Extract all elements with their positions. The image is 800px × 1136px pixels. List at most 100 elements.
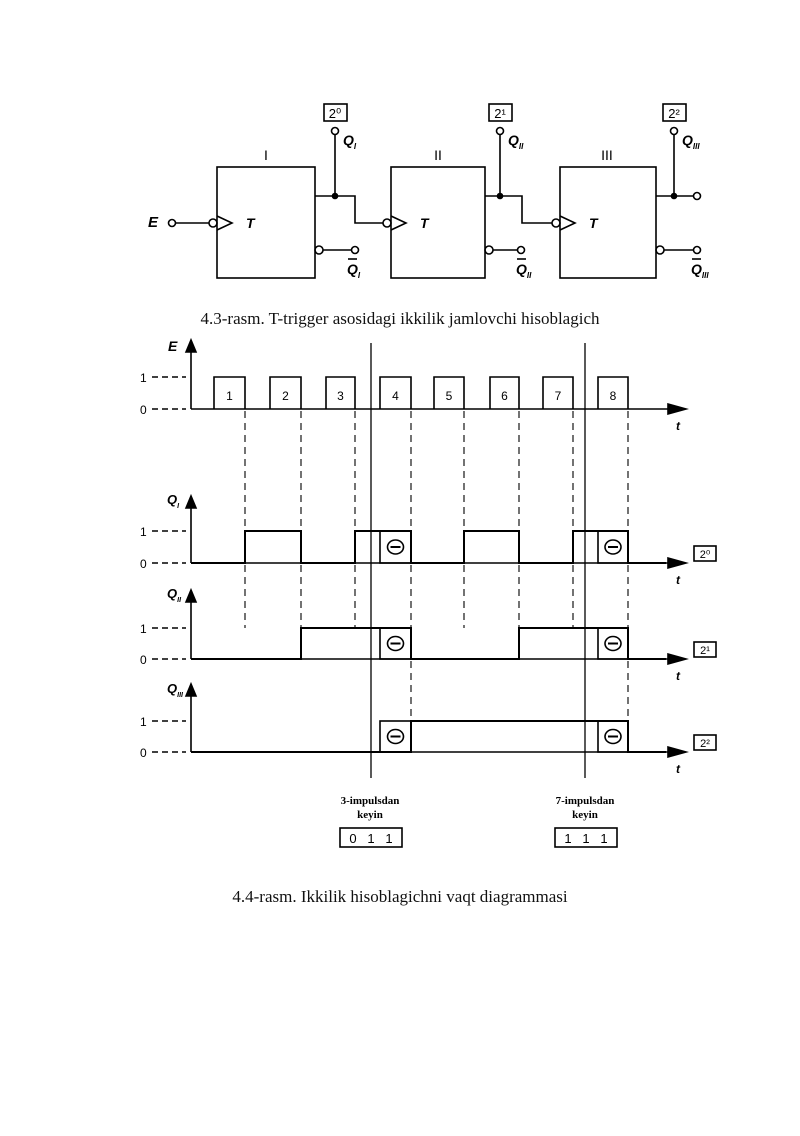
- time-arrowhead: [667, 745, 689, 759]
- reset-symbol-icon: [386, 728, 405, 745]
- q2-terminal: [495, 126, 505, 136]
- q3-carry-terminal: [692, 191, 702, 201]
- q-ii-waveform: [191, 627, 666, 660]
- pulse-number: 8: [610, 389, 617, 403]
- pulse-number: 5: [446, 389, 453, 403]
- state-box-right: [554, 827, 618, 848]
- reset-symbol-icon: [604, 635, 622, 652]
- q2-output-wire: [485, 135, 501, 197]
- pulse-number: 7: [555, 389, 562, 403]
- q3-inverse-terminal: [692, 245, 702, 255]
- reset-marker-box: [597, 530, 629, 564]
- note-right-line2: keyin: [572, 809, 598, 821]
- weight-box: [693, 641, 717, 658]
- pulse-number: 1: [226, 389, 233, 403]
- level-0-label: 0: [140, 403, 147, 417]
- pulse-number: 2: [282, 389, 289, 403]
- weight-label-2-1: 2¹: [494, 106, 506, 121]
- state-right-digit-1: 1: [564, 831, 571, 846]
- time-axis-label: t: [676, 573, 681, 587]
- input-pulse: [433, 376, 465, 409]
- state-left-digit-3: 1: [385, 831, 392, 846]
- figure-caption-4-3: 4.3-rasm. T-trigger asosidagi ikkilik ja…: [200, 309, 600, 328]
- reset-marker-box: [379, 627, 412, 660]
- axis-arrowhead: [184, 681, 198, 697]
- level-0-label: 0: [140, 653, 147, 667]
- level-0-label: 0: [140, 557, 147, 571]
- input-e-label: E: [148, 214, 159, 231]
- q2-inverse-bubble: [484, 245, 494, 255]
- clock-inverter-bubble: [551, 218, 561, 228]
- weight-label-2-2: 2²: [668, 106, 680, 121]
- clock-inverter-bubble: [208, 218, 218, 228]
- q3-label: QIII: [682, 132, 700, 151]
- clock-triangle: [390, 215, 408, 231]
- q2-axis-label: QII: [167, 586, 182, 604]
- reset-symbol-icon: [604, 539, 622, 555]
- pulse-number: 3: [337, 389, 344, 403]
- time-arrowhead: [667, 556, 689, 570]
- reset-marker-box: [597, 720, 629, 753]
- junction-dot: [670, 192, 678, 200]
- reset-marker-box: [597, 627, 629, 660]
- input-pulse: [542, 376, 574, 409]
- counter-schematic: E I T II T III T 2⁰ QI QI: [148, 103, 709, 280]
- q-i-waveform: [191, 530, 666, 564]
- time-axis-label: t: [676, 669, 681, 683]
- q3-inverse-bubble: [655, 245, 665, 255]
- axis-arrowhead: [184, 337, 198, 353]
- stage-number-2: II: [434, 147, 442, 163]
- q2-inverse-label: QII: [516, 261, 532, 280]
- trigger-label-1: T: [246, 215, 256, 231]
- level-0-label: 0: [140, 746, 147, 760]
- state-box-left: [339, 827, 403, 848]
- input-terminal: [167, 218, 177, 228]
- clock-triangle: [559, 215, 577, 231]
- q3-terminal: [669, 126, 679, 136]
- q-iii-waveform: [191, 720, 666, 753]
- reset-marker-box: [379, 720, 412, 753]
- state-left-digit-1: 0: [349, 831, 356, 846]
- q1-inverse-bubble: [314, 245, 324, 255]
- level-1-label: 1: [140, 525, 147, 539]
- note-left-line1: 3-impulsdan: [341, 795, 400, 807]
- weight-label-2-0: 2⁰: [329, 106, 341, 121]
- q2-inverse-terminal: [516, 245, 526, 255]
- timing-waveforms: [152, 337, 717, 778]
- input-pulse: [325, 376, 356, 409]
- state-right-digit-3: 1: [600, 831, 607, 846]
- weight-label: 2¹: [700, 645, 710, 657]
- reset-marker-box: [379, 530, 412, 564]
- q1-label: QI: [343, 132, 357, 151]
- q1-axis-label: QI: [167, 492, 180, 510]
- pulse-number: 6: [501, 389, 508, 403]
- trigger-label-3: T: [589, 215, 599, 231]
- time-axis-label: t: [676, 419, 681, 433]
- reset-symbol-icon: [604, 728, 622, 745]
- q1-inverse-terminal: [350, 245, 360, 255]
- carry-wire-1: [335, 195, 383, 224]
- input-pulse: [489, 376, 520, 409]
- q1-inverse-label: QI: [347, 261, 361, 280]
- input-pulse: [213, 376, 246, 409]
- figure-caption-4-4: 4.4-rasm. Ikkilik hisoblagichni vaqt dia…: [232, 887, 568, 906]
- axis-arrowhead: [184, 493, 198, 509]
- level-1-label: 1: [140, 371, 147, 385]
- q3-axis-label: QIII: [167, 681, 184, 699]
- input-pulse: [269, 376, 302, 409]
- reset-symbol-icon: [386, 539, 405, 555]
- time-arrowhead: [667, 402, 689, 416]
- carry-wire-2: [500, 195, 552, 224]
- weight-box-2-1: [488, 103, 513, 122]
- weight-box-2-2: [662, 103, 687, 122]
- q2-label: QII: [508, 132, 524, 151]
- level-1-label: 1: [140, 622, 147, 636]
- weight-label: 2⁰: [700, 549, 711, 561]
- note-right-line1: 7-impulsdan: [556, 795, 615, 807]
- e-axis-label: E: [168, 338, 178, 354]
- trigger-label-2: T: [420, 215, 430, 231]
- clock-triangle: [216, 215, 234, 231]
